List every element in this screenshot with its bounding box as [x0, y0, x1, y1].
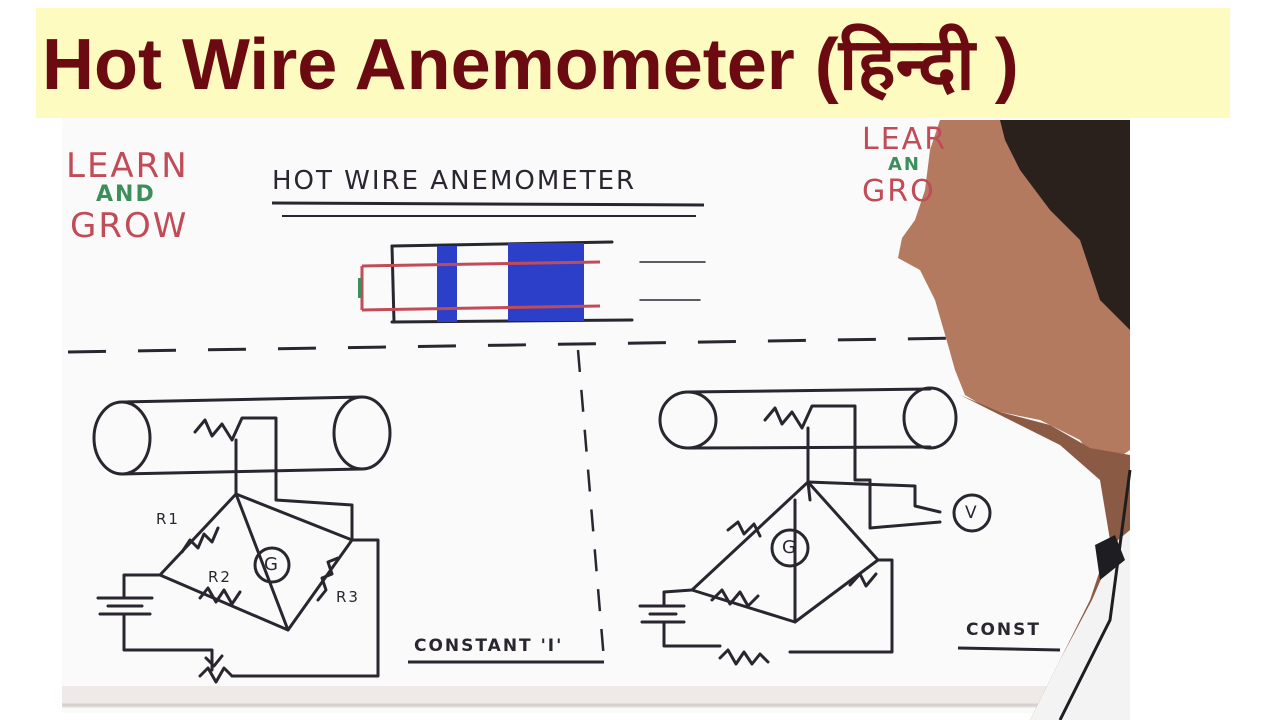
- title-banner: [36, 8, 1230, 118]
- blue-block-large: [508, 243, 584, 321]
- left-r3-label: R3: [336, 588, 360, 606]
- logo-left-learn: LEARN: [66, 146, 189, 186]
- left-r1-label: R1: [156, 510, 180, 528]
- title-hindi: हिन्दी: [838, 22, 975, 106]
- right-voltmeter-label: V: [965, 503, 979, 523]
- left-caption: CONSTANT 'I': [414, 636, 564, 656]
- logo-right-gro: GRO: [862, 174, 936, 209]
- video-title: Hot Wire Anemometer (हिन्दी ): [42, 14, 1230, 115]
- vertical-divider: [576, 349, 606, 661]
- left-circuit: [92, 395, 392, 684]
- right-galvanometer-label: G: [782, 537, 798, 558]
- blue-block-small: [437, 246, 457, 322]
- left-galvanometer-label: G: [264, 554, 280, 575]
- logo-right-lear: LEAR: [862, 122, 948, 157]
- right-caption: CONST: [966, 620, 1041, 640]
- logo-left-and: AND: [96, 182, 156, 207]
- left-r2-label: R2: [208, 568, 232, 586]
- presenter-figure: [898, 120, 1132, 720]
- logo-left-grow: GROW: [70, 206, 189, 246]
- board-heading: HOT WIRE ANEMOMETER: [272, 166, 637, 196]
- logo-right-an: AN: [888, 154, 921, 175]
- title-close: ): [974, 25, 1019, 105]
- right-circuit: [638, 386, 992, 666]
- horizontal-divider: [67, 336, 961, 354]
- title-main: Hot Wire Anemometer (: [42, 25, 839, 105]
